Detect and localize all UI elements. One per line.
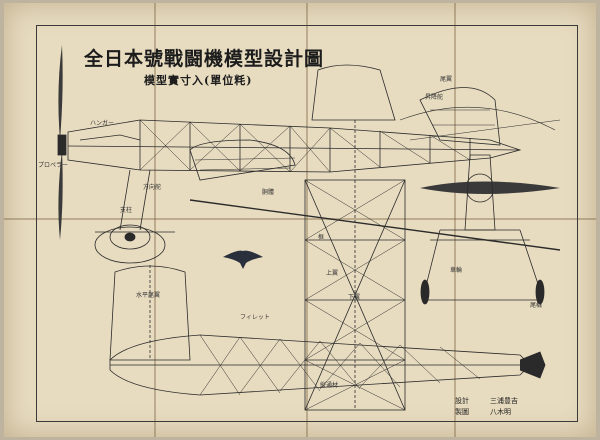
label-upper-wing: 上翼 (326, 270, 339, 277)
label-strut: 支柱 (120, 207, 133, 214)
designer-name: 三浦豊吉 (490, 397, 518, 405)
drafter-name: 八木明 (490, 408, 511, 416)
label-propeller: プロペラー (38, 162, 69, 169)
label-fuselage: 胴體 (262, 189, 275, 196)
label-horizontal-stabilizer: 水平尾翼 (136, 292, 161, 299)
label-longeron: 縦通材 (320, 382, 339, 389)
page-subtitle: 模型實寸入(單位粍) (144, 74, 253, 87)
label-rudder: 方向舵 (143, 184, 162, 191)
fold-line (454, 3, 456, 437)
fuselage-plan-view (109, 334, 546, 396)
horizontal-stabilizer-view (109, 265, 191, 361)
tail-fin-side-view (419, 87, 501, 146)
propeller-side-view (57, 45, 67, 240)
fold-line (306, 3, 308, 437)
drawing-border (36, 25, 578, 422)
cowl-outline (94, 226, 166, 264)
label-wheel: 車輪 (450, 267, 463, 274)
eagle-emblem-icon (223, 250, 263, 269)
label-skid: 尾橇 (530, 302, 543, 309)
label-frame: 框 (318, 234, 325, 241)
label-fillet: フィレット (240, 314, 270, 321)
fold-line (154, 3, 156, 437)
fuselage-side-view (67, 119, 522, 173)
fold-line (4, 218, 596, 220)
page-title: 全日本號戰闘機模型設計圖 (84, 48, 325, 70)
long-strut (189, 199, 561, 251)
label-elevator: 昇降舵 (425, 94, 444, 101)
label-lower-wing: 下翼 (348, 294, 361, 301)
landing-gear-side-view (95, 169, 175, 250)
label-tail: 尾翼 (440, 76, 453, 83)
wing-truss-top-view (304, 64, 406, 411)
front-view (399, 106, 561, 305)
drafting-label: 製圖 (455, 408, 469, 416)
design-label: 設計 (455, 397, 469, 405)
label-hanger: ハンガー (90, 120, 115, 127)
upper-wing-side-view (189, 139, 296, 181)
